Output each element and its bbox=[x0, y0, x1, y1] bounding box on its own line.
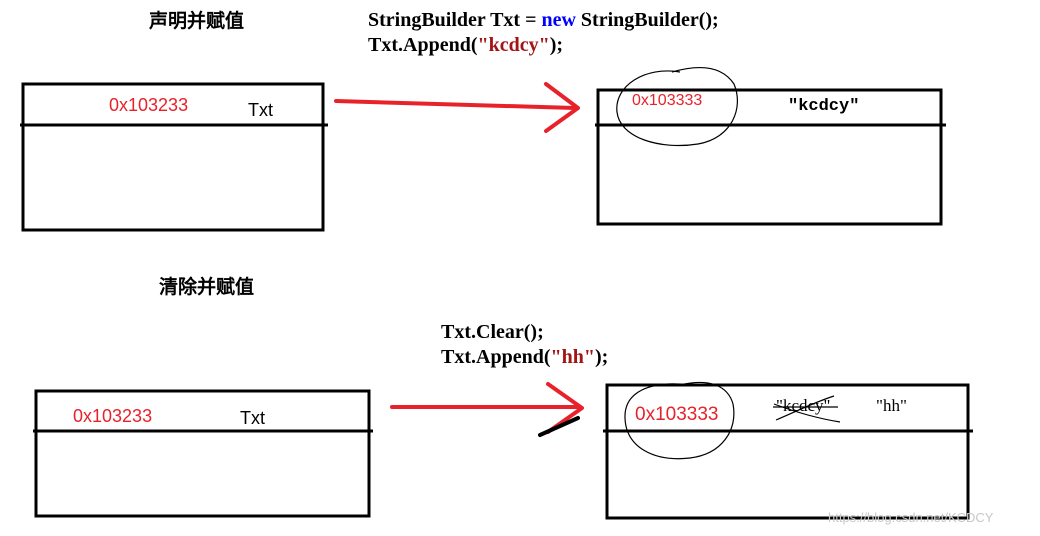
address-highlight-circle-2 bbox=[624, 381, 735, 460]
heap-address-1: 0x103333 bbox=[632, 92, 703, 109]
code-text: ); bbox=[594, 346, 609, 368]
strikethrough-mark bbox=[773, 395, 841, 423]
code-text: StringBuilder Txt = bbox=[368, 9, 542, 31]
code-line-append-1: Txt.Append("kcdcy"); bbox=[368, 33, 563, 58]
code-text: StringBuilder(); bbox=[575, 9, 719, 31]
memory-box-heap-2 bbox=[603, 383, 973, 520]
heap-value-1: "kcdcy" bbox=[788, 97, 860, 116]
address-highlight-circle-1 bbox=[616, 66, 738, 147]
variable-name-2: Txt bbox=[240, 408, 265, 428]
section-heading-declare: 声明并赋值 bbox=[149, 10, 245, 32]
code-line-append-2: Txt.Append("hh"); bbox=[441, 345, 608, 370]
pen-stroke-mark bbox=[538, 416, 580, 437]
reference-arrow-2 bbox=[390, 382, 584, 434]
heap-new-value: "hh" bbox=[876, 396, 907, 415]
section-heading-clear: 清除并赋值 bbox=[159, 276, 255, 298]
code-string: "hh" bbox=[550, 346, 595, 368]
variable-name-1: Txt bbox=[248, 100, 273, 120]
code-line-declare: StringBuilder Txt = new StringBuilder(); bbox=[368, 8, 719, 33]
watermark: https://blog.csdn.net/KCDCY bbox=[828, 510, 994, 525]
code-keyword: new bbox=[541, 9, 576, 31]
code-text: Txt.Append( bbox=[441, 346, 551, 368]
code-text: ); bbox=[549, 34, 564, 56]
memory-box-heap-1 bbox=[595, 88, 946, 226]
stack-address-1: 0x103233 bbox=[109, 95, 189, 115]
heap-old-value: "kcdcy" bbox=[776, 396, 831, 415]
code-text: Txt.Append( bbox=[368, 34, 478, 56]
stack-address-2: 0x103233 bbox=[73, 406, 153, 426]
memory-box-stack-1 bbox=[20, 82, 328, 232]
memory-box-stack-2 bbox=[33, 389, 373, 518]
code-string: "kcdcy" bbox=[477, 34, 550, 56]
heap-address-2: 0x103333 bbox=[635, 404, 719, 425]
code-line-clear: Txt.Clear(); bbox=[441, 321, 544, 343]
reference-arrow-1 bbox=[334, 82, 580, 133]
